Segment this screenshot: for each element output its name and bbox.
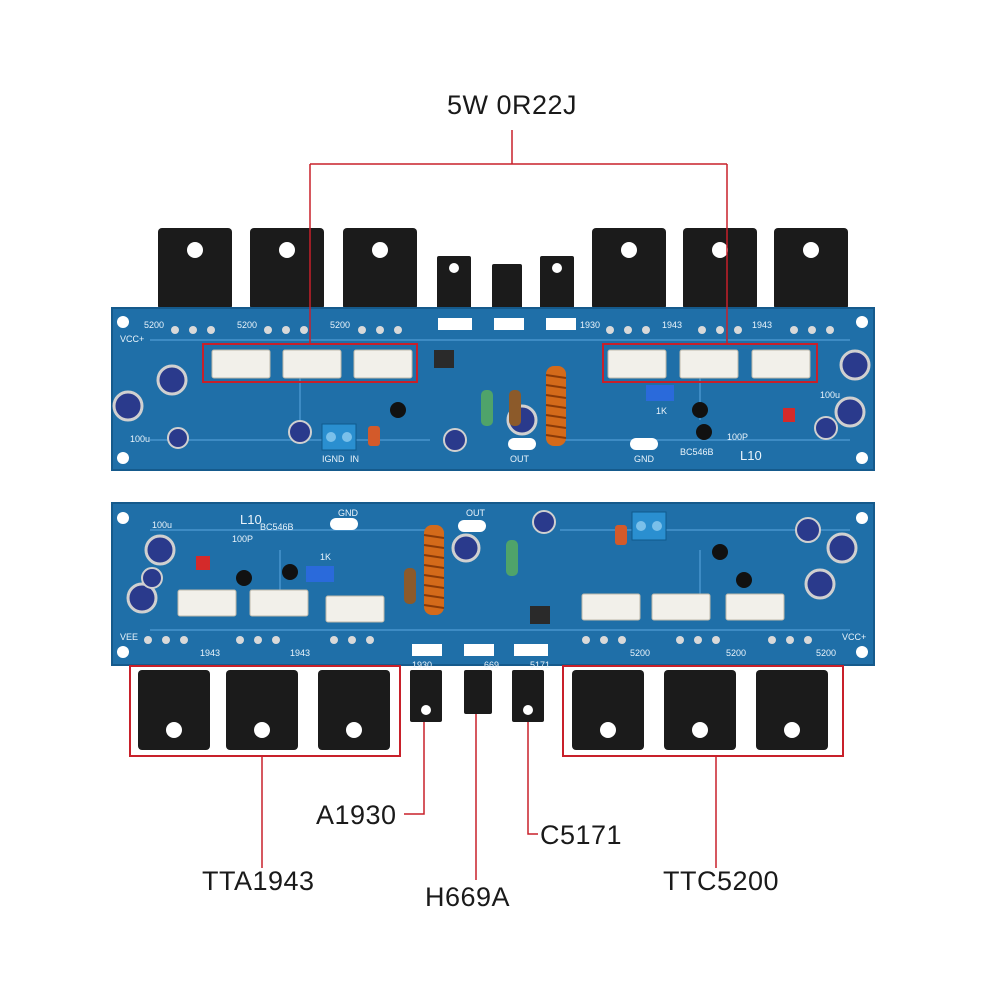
bottom-silk-out: OUT (466, 508, 486, 518)
bottom-silk-5171: 5171 (530, 660, 550, 670)
c5171-label: C5171 (540, 820, 623, 850)
top-silk-gnd: GND (634, 454, 655, 464)
bottom-silk-1943-a: 1943 (200, 648, 220, 658)
bottom-silk-bc546b: BC546B (260, 522, 294, 532)
top-silk-in: IN (350, 454, 359, 464)
bottom-inductor (423, 525, 445, 615)
bottom-silk-100u: 100u (152, 520, 172, 530)
top-silk-1930: 1930 (580, 320, 600, 330)
bottom-silk-vcc: VCC+ (842, 632, 866, 642)
top-inductor (545, 366, 567, 446)
bottom-silk-100p: 100P (232, 534, 253, 544)
resistor-spec-label: 5W 0R22J (447, 90, 578, 120)
h669a-label: H669A (425, 882, 511, 912)
top-silk-5200-b: 5200 (237, 320, 257, 330)
top-silk-model: L10 (740, 448, 762, 463)
bottom-silk-1943-b: 1943 (290, 648, 310, 658)
top-capacitors (112, 349, 871, 452)
top-silk-100u-a: 100u (130, 434, 150, 444)
top-silk-vcc: VCC+ (120, 334, 144, 344)
bottom-silk-gnd: GND (338, 508, 359, 518)
bottom-silk-1k: 1K (320, 552, 331, 562)
top-silk-ignd: IGND (322, 454, 345, 464)
bottom-board: VCC+ VEE 1943 1943 1930 669 5171 5200 52… (111, 502, 875, 757)
top-silk-bc546b: BC546B (680, 447, 714, 457)
bottom-silk-1930: 1930 (412, 660, 432, 670)
bottom-silk-5200-c: 5200 (816, 648, 836, 658)
top-board: VCC+ 5200 5200 5200 1930 1943 1943 100u … (111, 228, 875, 471)
top-silk-out: OUT (510, 454, 530, 464)
tta1943-label: TTA1943 (202, 866, 315, 896)
bottom-silk-669: 669 (484, 660, 499, 670)
resistor-callout-lines (309, 130, 728, 344)
bottom-silk-model: L10 (240, 512, 262, 527)
top-cement-resistors (211, 349, 811, 379)
ttc5200-label: TTC5200 (663, 866, 780, 896)
bottom-capacitors (126, 510, 858, 614)
top-silk-1943-b: 1943 (752, 320, 772, 330)
bottom-silk-5200-a: 5200 (630, 648, 650, 658)
top-silk-1k: 1K (656, 406, 667, 416)
bottom-silk-vee: VEE (120, 632, 138, 642)
bottom-cement-resistors (177, 589, 785, 623)
top-silk-5200-c: 5200 (330, 320, 350, 330)
top-silk-1943-a: 1943 (662, 320, 682, 330)
top-silk-100u-b: 100u (820, 390, 840, 400)
bottom-pads (144, 636, 812, 644)
ttc5200-callout-box (562, 665, 844, 757)
bottom-callout-lines (261, 714, 717, 880)
bottom-power-transistors (138, 670, 828, 750)
bottom-silk-5200-b: 5200 (726, 648, 746, 658)
bottom-pcb (111, 502, 875, 666)
tta1943-callout-box (129, 665, 401, 757)
top-pads (171, 326, 834, 334)
top-power-transistors (158, 228, 848, 310)
a1930-label: A1930 (316, 800, 397, 830)
top-right-resistor-callout (602, 343, 818, 383)
top-silk-100p: 100P (727, 432, 748, 442)
top-silk-5200-a: 5200 (144, 320, 164, 330)
top-pcb (111, 307, 875, 471)
